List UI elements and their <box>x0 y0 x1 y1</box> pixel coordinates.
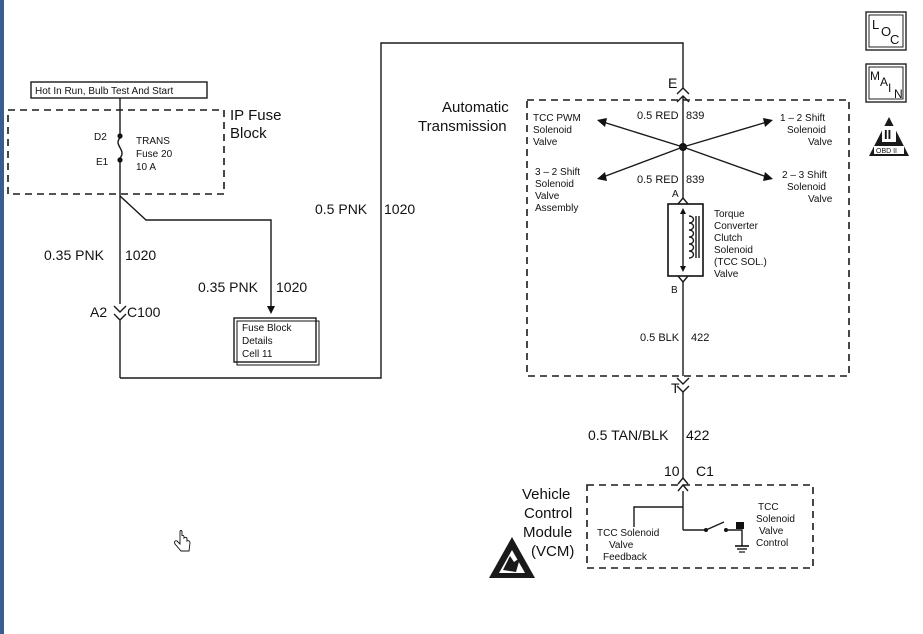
obd-label: OBD II <box>876 148 897 155</box>
svg-text:Clutch: Clutch <box>714 233 742 244</box>
main-nav-button[interactable]: M A I N <box>865 63 907 103</box>
tcc-solenoid-symbol <box>667 203 704 277</box>
loc-nav-button[interactable]: L O C <box>865 11 907 51</box>
svg-text:Valve: Valve <box>533 137 558 148</box>
pin-e-label: E <box>668 75 677 91</box>
fuse-details-line2: Details <box>242 336 273 347</box>
fuse-number: Fuse 20 <box>136 149 173 160</box>
ip-fuse-block-title-2: Block <box>230 125 267 142</box>
svg-text:Solenoid: Solenoid <box>756 514 795 525</box>
c100-pin: A2 <box>90 304 107 320</box>
obd-ii-nav-button[interactable]: II OBD II <box>869 117 909 156</box>
c1-pin: 10 <box>664 463 680 479</box>
fuse-rating: 10 A <box>136 162 156 173</box>
ground-symbol <box>735 545 749 553</box>
wire-lower-tan-circuit: 422 <box>686 427 710 443</box>
svg-text:TCC Solenoid: TCC Solenoid <box>597 528 659 539</box>
shift-32-solenoid-label: 3 – 2 Shift Solenoid Valve Assembly <box>535 167 580 214</box>
svg-text:Control: Control <box>756 538 788 549</box>
svg-text:Solenoid: Solenoid <box>787 125 826 136</box>
loc-label-c: C <box>890 32 899 47</box>
vcm-outline <box>586 484 814 569</box>
window-edge <box>0 0 4 634</box>
main-label-i: I <box>888 81 891 95</box>
svg-text:Torque: Torque <box>714 209 745 220</box>
transmission-title-2: Transmission <box>418 118 507 135</box>
loc-label-o: O <box>881 24 891 39</box>
main-label-a: A <box>880 75 888 89</box>
ip-fuse-block-outline <box>7 109 225 195</box>
svg-text:3 – 2 Shift: 3 – 2 Shift <box>535 167 580 178</box>
svg-text:Valve: Valve <box>808 137 833 148</box>
wire-lower-tan-gauge: 0.5 TAN/BLK <box>588 427 669 443</box>
wire-branch-gauge: 0.35 PNK <box>198 279 259 295</box>
svg-text:Feedback: Feedback <box>603 552 648 563</box>
wire-top-gauge: 0.5 PNK <box>315 201 368 217</box>
obd-numeral: II <box>884 127 891 142</box>
svg-text:Valve: Valve <box>714 269 739 280</box>
main-label: M <box>870 69 880 83</box>
ip-fuse-block-title: IP Fuse <box>230 107 281 124</box>
shift-23-solenoid-label: 2 – 3 Shift Solenoid Valve <box>782 170 833 205</box>
svg-text:Solenoid: Solenoid <box>714 245 753 256</box>
fuse-label: TRANS <box>136 136 170 147</box>
fuse-block-details-box[interactable] <box>233 317 317 363</box>
tcc-feedback-label: TCC Solenoid Valve Feedback <box>597 528 659 563</box>
tcc-control-label: TCC Solenoid Valve Control <box>756 502 795 549</box>
svg-text:TCC PWM: TCC PWM <box>533 113 581 124</box>
pin-a-label: A <box>672 189 679 200</box>
svg-text:Valve: Valve <box>609 540 634 551</box>
svg-text:Valve: Valve <box>808 194 833 205</box>
fuse-details-line1: Fuse Block <box>242 323 292 334</box>
c100-name: C100 <box>127 304 161 320</box>
tcc-pwm-solenoid-label: TCC PWM Solenoid Valve <box>533 113 581 148</box>
svg-text:Valve: Valve <box>759 526 784 537</box>
power-source-box <box>30 81 208 99</box>
svg-text:Module: Module <box>523 524 572 541</box>
wire-top-circuit: 1020 <box>384 201 415 217</box>
svg-text:Vehicle: Vehicle <box>522 486 570 503</box>
pin-b-label: B <box>671 285 678 296</box>
hand-cursor-icon <box>174 530 191 552</box>
wire-left-gauge: 0.35 PNK <box>44 247 105 263</box>
wire-branch-circuit: 1020 <box>276 279 307 295</box>
fuse-symbol <box>117 137 123 159</box>
loc-label: L <box>872 17 879 32</box>
svg-text:(TCC SOL.): (TCC SOL.) <box>714 257 767 268</box>
main-label-n: N <box>894 87 903 101</box>
wire-mid-red-gauge: 0.5 RED <box>637 174 679 186</box>
wire-inner-blk-gauge: 0.5 BLK <box>640 332 680 344</box>
fuse-details-line3: Cell 11 <box>242 349 273 360</box>
pin-d2-label: D2 <box>94 132 107 143</box>
switch-contact <box>705 521 725 531</box>
wire-inner-blk-circuit: 422 <box>691 332 709 344</box>
tcc-solenoid-label: Torque Converter Clutch Solenoid (TCC SO… <box>714 209 767 280</box>
c1-name: C1 <box>696 463 714 479</box>
esd-warning-icon <box>489 537 535 578</box>
svg-text:(VCM): (VCM) <box>531 543 574 560</box>
transmission-outline <box>526 99 850 377</box>
svg-text:Solenoid: Solenoid <box>535 179 574 190</box>
power-source-label: Hot In Run, Bulb Test And Start <box>35 86 173 97</box>
vcm-title: Vehicle Control Module (VCM) <box>522 486 574 560</box>
svg-text:Converter: Converter <box>714 221 759 232</box>
svg-text:Solenoid: Solenoid <box>787 182 826 193</box>
shift-12-solenoid-label: 1 – 2 Shift Solenoid Valve <box>780 113 833 148</box>
transmission-title: Automatic <box>442 99 509 116</box>
svg-text:Valve: Valve <box>535 191 560 202</box>
svg-text:Control: Control <box>524 505 572 522</box>
svg-text:Assembly: Assembly <box>535 203 578 214</box>
pin-e1-label: E1 <box>96 157 109 168</box>
wire-upper-red-circuit: 839 <box>686 110 704 122</box>
wire-upper-red-gauge: 0.5 RED <box>637 110 679 122</box>
wire-left-circuit: 1020 <box>125 247 156 263</box>
pin-t-label: T <box>671 380 680 396</box>
svg-text:2 – 3 Shift: 2 – 3 Shift <box>782 170 827 181</box>
svg-text:1 – 2 Shift: 1 – 2 Shift <box>780 113 825 124</box>
svg-text:TCC: TCC <box>758 502 779 513</box>
wire-mid-red-circuit: 839 <box>686 174 704 186</box>
svg-text:Solenoid: Solenoid <box>533 125 572 136</box>
